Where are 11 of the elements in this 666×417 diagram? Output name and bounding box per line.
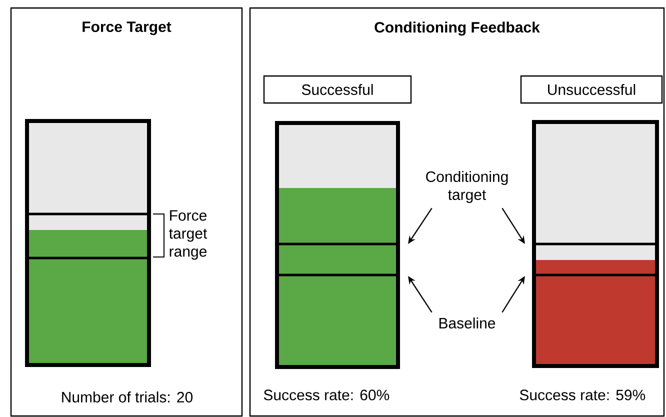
- title-box: Unsuccessful: [520, 75, 663, 104]
- range-label: Force target range: [169, 210, 208, 260]
- annotation-text: Conditioning target: [426, 171, 508, 203]
- annotation-text: Baseline: [439, 317, 496, 328]
- caption-text: Success rate: 60%: [264, 390, 390, 400]
- bar-gauge: [25, 119, 151, 367]
- title-box: Successful: [263, 75, 412, 104]
- bar-gauge: [275, 121, 400, 369]
- bar-gauge: [532, 120, 659, 368]
- caption-text: Success rate: 59%: [520, 390, 646, 400]
- caption-text: Number of trials: 20: [62, 391, 193, 402]
